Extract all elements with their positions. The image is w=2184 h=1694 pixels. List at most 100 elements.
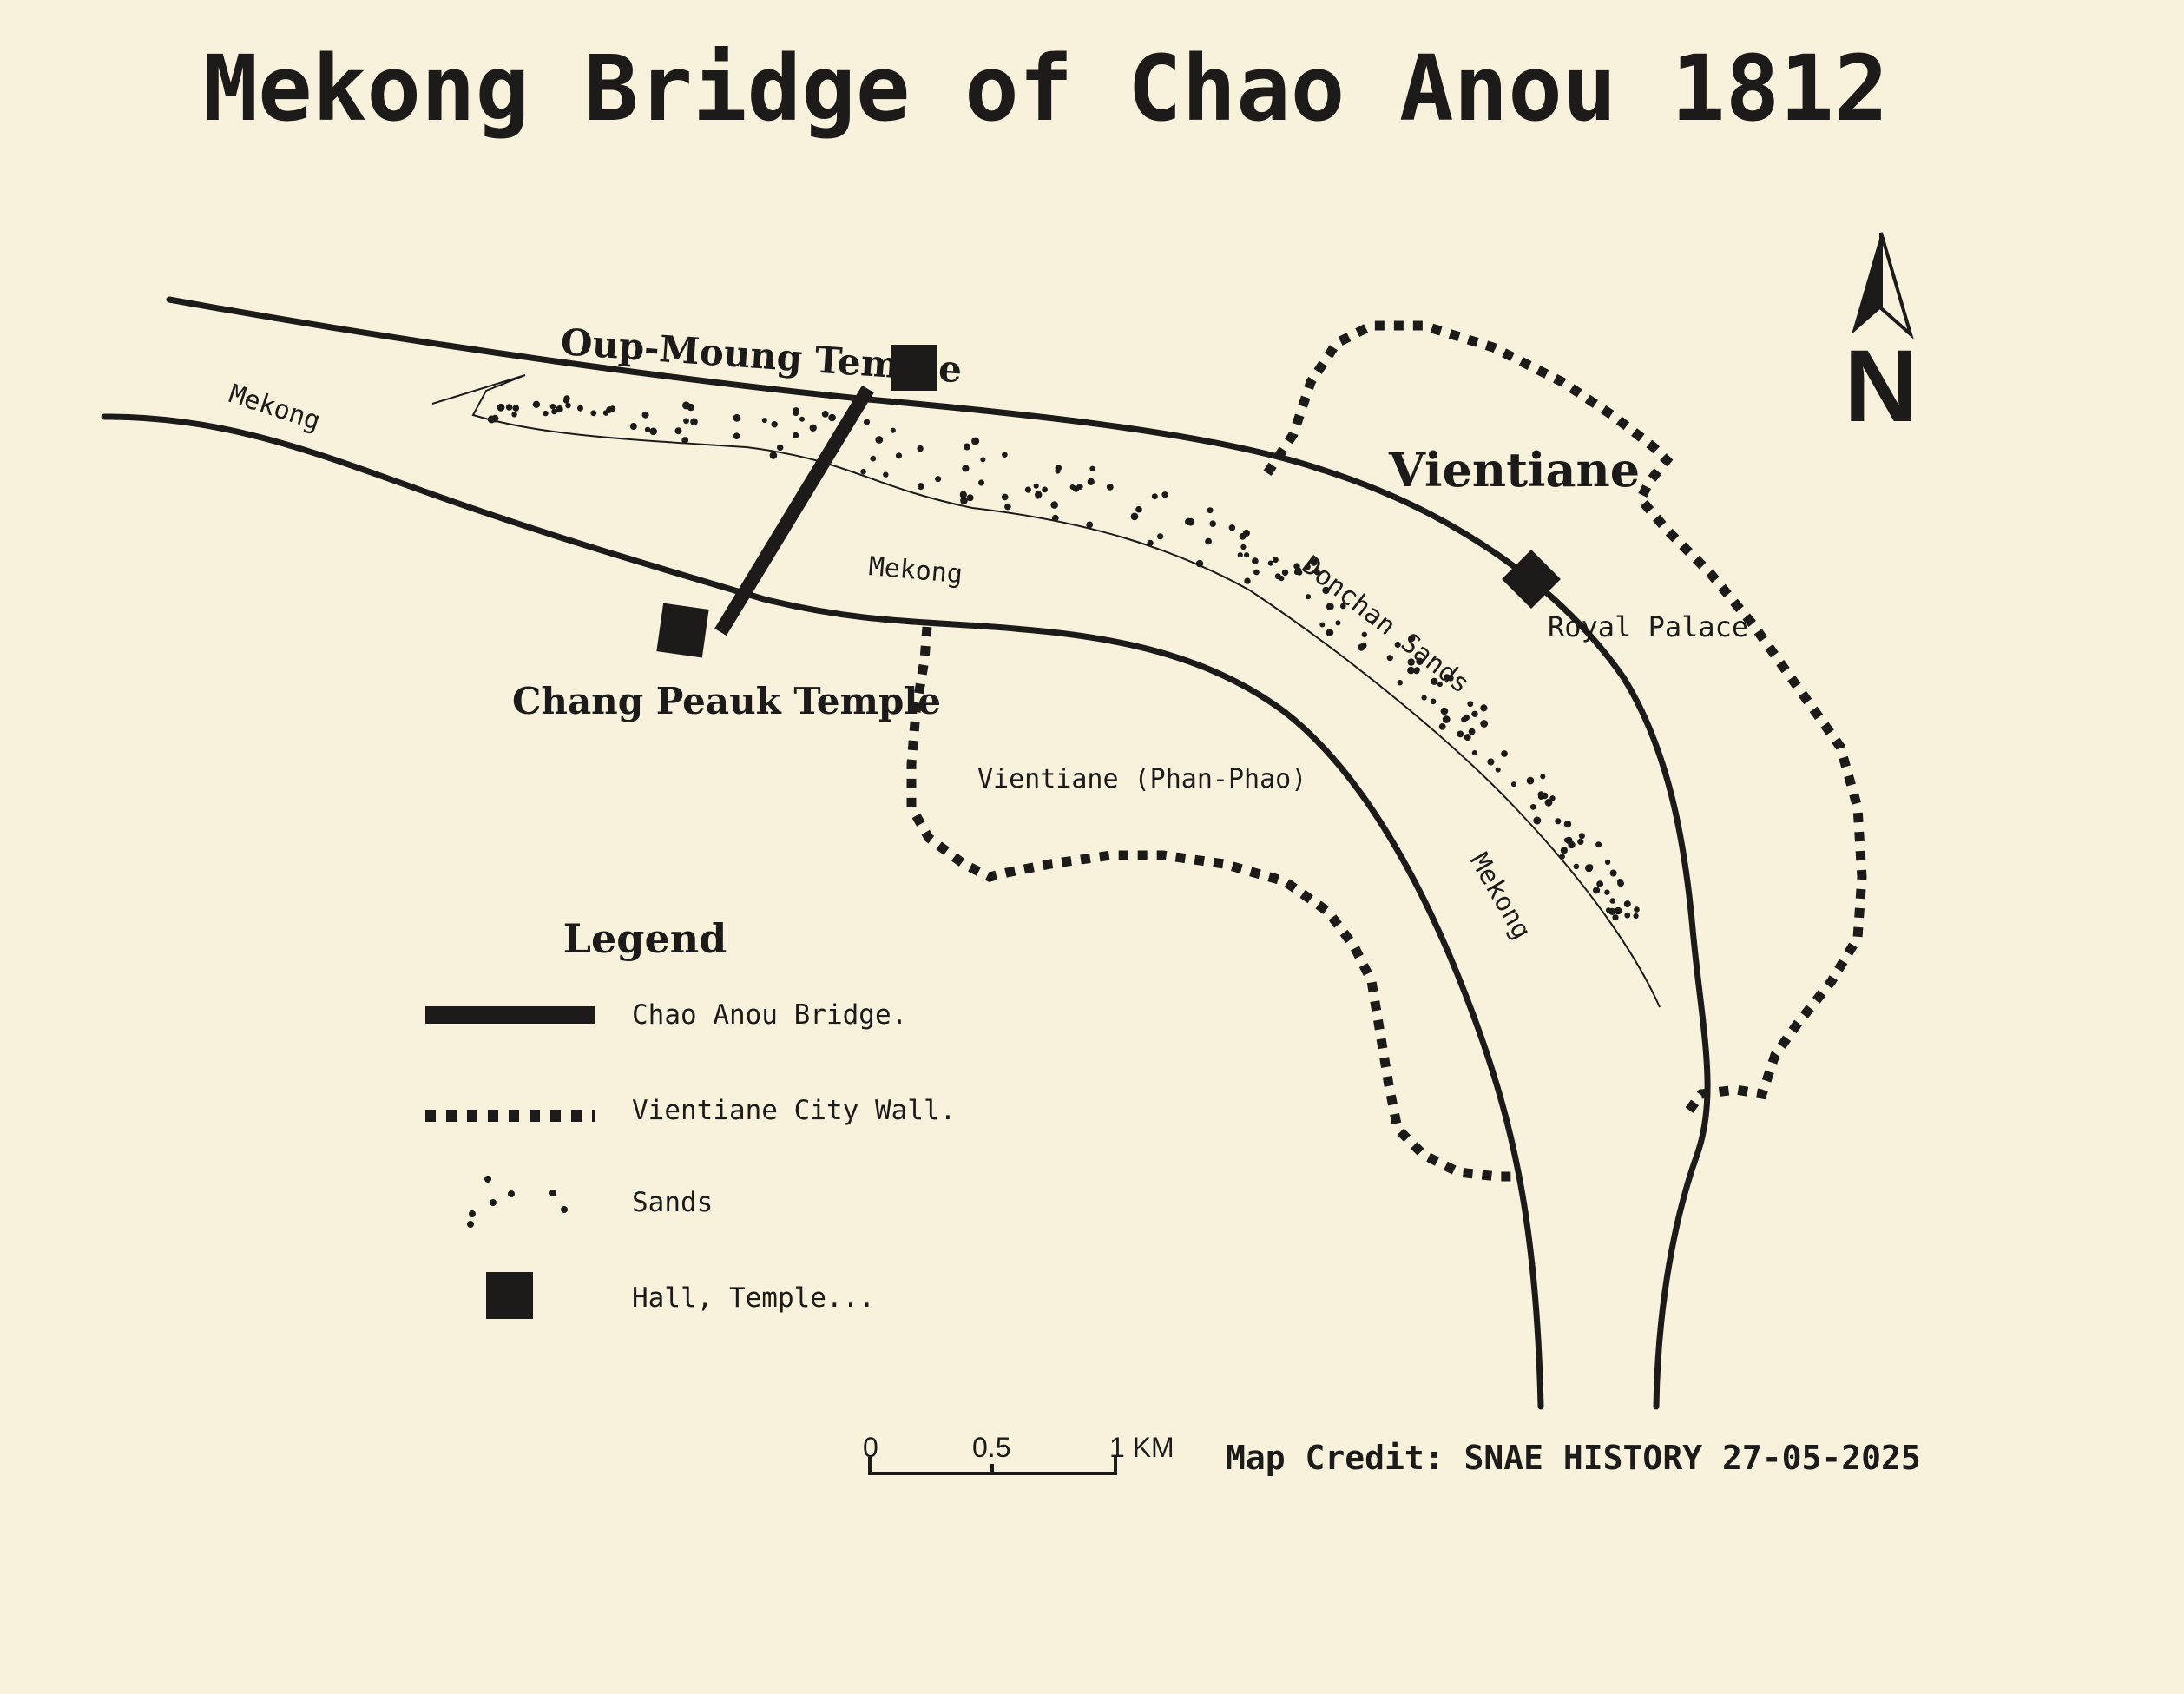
sand-dot <box>1540 774 1546 780</box>
sand-dot <box>733 432 740 440</box>
sand-dot <box>1447 675 1454 682</box>
sand-dot <box>1394 641 1401 649</box>
sand-dot <box>1279 576 1285 582</box>
sand-dot <box>683 418 689 425</box>
scale-tick-1km: 1 KM <box>1109 1432 1174 1463</box>
sand-dot <box>1573 863 1580 870</box>
sand-dot <box>505 404 513 411</box>
sand-dot <box>1147 539 1154 546</box>
sand-dot <box>1560 847 1568 854</box>
sand-dot <box>606 406 613 413</box>
sand-dot <box>1002 452 1008 458</box>
sand-dot <box>964 443 970 451</box>
sand-dot <box>1438 723 1446 730</box>
sand-dot <box>793 432 799 438</box>
sand-dot <box>644 426 651 432</box>
sand-dot <box>769 452 778 459</box>
sand-dot <box>1634 906 1640 913</box>
sand-dot <box>549 404 556 410</box>
sand-dot <box>1273 557 1279 564</box>
sand-dot <box>1577 838 1584 846</box>
sand-dot <box>1529 804 1536 810</box>
sand-dot <box>966 494 974 502</box>
sand-dot <box>777 444 784 452</box>
sand-dot <box>1510 781 1516 788</box>
sand-dot <box>733 413 741 422</box>
phan-phao-city-wall <box>906 626 1519 1182</box>
sand-dot <box>1397 680 1404 686</box>
sand-dot <box>1430 698 1437 705</box>
sand-dot <box>1409 635 1416 642</box>
north-arrow-head-right <box>1879 232 1914 340</box>
legend-hall-symbol <box>486 1272 533 1319</box>
sand-dot <box>1501 750 1508 757</box>
sand-dot <box>809 424 817 432</box>
donchan-sands-outline <box>431 374 1661 1008</box>
sand-dot <box>1033 483 1039 489</box>
sand-dot <box>1304 564 1311 570</box>
chao-anou-bridge <box>714 385 874 636</box>
sand-dot <box>1024 486 1031 493</box>
sand-dot <box>1462 716 1468 722</box>
label-mekong-west: Mekong <box>226 379 325 437</box>
sand-dot <box>1209 520 1216 527</box>
sand-dot <box>1623 900 1631 908</box>
sand-dot <box>1555 818 1562 825</box>
sand-dot <box>556 405 563 413</box>
north-arrow: N <box>1844 232 1918 444</box>
sand-dot <box>1549 795 1556 801</box>
sand-dot <box>1442 715 1451 723</box>
sand-dot <box>1326 629 1334 636</box>
sand-dot <box>577 405 583 412</box>
sand-dot <box>1421 695 1427 701</box>
sand-dot <box>1293 563 1300 570</box>
sand-dot <box>649 427 657 436</box>
sand-dot <box>590 410 597 417</box>
sand-dot <box>1207 507 1214 514</box>
sand-dot <box>1035 493 1042 499</box>
sand-dot <box>1471 710 1478 717</box>
scale-tick-0: 0 <box>863 1432 878 1463</box>
label-mekong-center: Mekong <box>867 551 964 590</box>
scale-bar: 0 0.5 1 KM <box>863 1432 1174 1475</box>
sand-dot <box>1187 517 1195 526</box>
sand-dot <box>1431 677 1438 685</box>
sand-dot <box>860 468 866 475</box>
sand-dot <box>1157 533 1164 540</box>
sand-dot <box>917 483 924 491</box>
sand-dot <box>1595 841 1602 848</box>
legend-wall-label: Vientiane City Wall. <box>632 1095 956 1126</box>
legend: Legend Chao Anou Bridge. Vientiane City … <box>425 915 956 1319</box>
sand-dot <box>1055 468 1061 474</box>
sand-dot <box>551 408 557 415</box>
north-arrow-head-left <box>1852 233 1881 334</box>
sand-dot <box>917 445 924 452</box>
sand-dot <box>1135 505 1142 513</box>
sand-dot <box>1205 537 1212 545</box>
sand-dot <box>1089 465 1095 471</box>
scale-tick-half: 0.5 <box>972 1432 1010 1463</box>
sand-dot <box>497 403 505 412</box>
legend-sands-symbol <box>467 1176 568 1228</box>
sand-dot <box>1624 912 1631 919</box>
label-royal-palace: Royal Palace <box>1548 610 1748 643</box>
sand-dot <box>1195 559 1204 568</box>
sand-dot <box>1480 704 1488 712</box>
sand-dot <box>1612 914 1619 921</box>
sand-dot <box>1322 586 1330 595</box>
north-label: N <box>1844 329 1918 444</box>
sand-dot <box>960 497 968 504</box>
sand-dot <box>1335 620 1341 626</box>
sand-dot <box>1578 833 1585 840</box>
sand-dot <box>1130 512 1139 521</box>
river-bank-south <box>101 413 1544 1410</box>
sand-dot <box>1106 484 1114 491</box>
sand-dot <box>1281 569 1289 577</box>
sand-dot <box>1296 570 1303 576</box>
sand-dot <box>971 437 980 445</box>
sand-dot <box>1563 820 1572 828</box>
sand-dot <box>1407 658 1415 666</box>
sand-dot <box>959 491 967 498</box>
sand-dot <box>1244 552 1250 558</box>
